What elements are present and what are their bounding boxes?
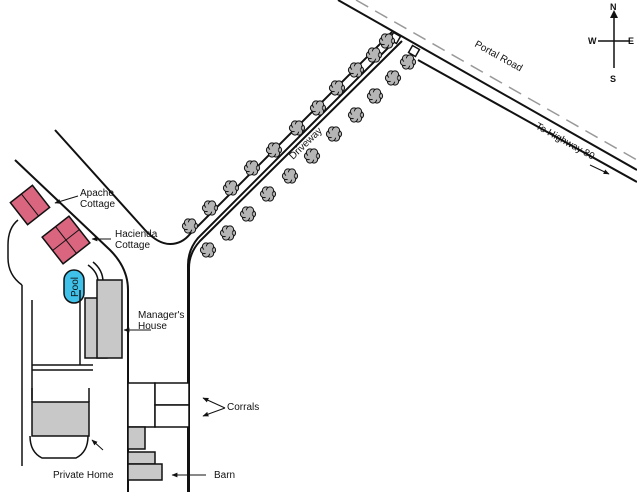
- tree-icon: [328, 80, 346, 96]
- tree-row: [181, 33, 417, 258]
- compass-n: N: [610, 2, 617, 12]
- barn: [127, 426, 163, 481]
- west-lane-outer: [14, 159, 129, 492]
- apache-arrow-icon: [54, 195, 79, 204]
- highway-arrow-icon: [589, 164, 610, 175]
- private-home-arrow-icon: [91, 439, 104, 451]
- apache-label-2: Cottage: [80, 199, 115, 210]
- west-lane-upper: [55, 128, 145, 228]
- tree-icon: [347, 62, 365, 78]
- tree-icon: [281, 168, 299, 184]
- tree-icon: [219, 225, 237, 241]
- tree-icon: [201, 200, 219, 216]
- private-home: [29, 388, 90, 459]
- managers-label-2: House: [138, 321, 167, 332]
- tree-icon: [309, 100, 327, 116]
- hacienda-cottage: [41, 215, 91, 265]
- compass-rose-icon: N S E W: [588, 2, 634, 84]
- tree-icon: [378, 33, 396, 49]
- apache-label-1: Apache: [80, 188, 114, 199]
- portal-road: [337, 0, 637, 183]
- corrals-arrow-icon: [202, 407, 226, 417]
- barn-label: Barn: [214, 470, 235, 481]
- tree-icon: [347, 107, 365, 123]
- private-home-label: Private Home: [53, 470, 114, 481]
- driveway-east-edge: [187, 37, 399, 492]
- cottage-paths: [7, 219, 104, 466]
- corrals-arrow-icon: [202, 397, 226, 409]
- path-west-curve: [7, 219, 23, 286]
- compass-s: S: [610, 74, 616, 84]
- tree-icon: [222, 180, 240, 196]
- portal-road-edge-south: [417, 59, 637, 183]
- compass-w: W: [588, 36, 597, 46]
- driveway: [54, 31, 415, 492]
- pool-label: Pool: [70, 277, 81, 297]
- managers-label-1: Manager's: [138, 310, 184, 321]
- tree-icon: [199, 242, 217, 258]
- tree-icon: [265, 142, 283, 158]
- driveway-east-lower: [203, 54, 415, 492]
- tree-icon: [303, 148, 321, 164]
- tree-icon: [366, 88, 384, 104]
- portal-road-label: Portal Road: [473, 39, 525, 74]
- apache-cottage: [9, 184, 51, 226]
- tree-icon: [399, 54, 417, 70]
- tree-icon: [384, 70, 402, 86]
- tree-icon: [181, 218, 199, 234]
- portal-road-centerline: [355, 0, 637, 161]
- portal-road-edge-north: [337, 0, 637, 171]
- tree-icon: [365, 47, 383, 63]
- driveway-edges: [188, 40, 403, 492]
- pool: [63, 269, 85, 304]
- tree-icon: [288, 120, 306, 136]
- tree-icon: [243, 160, 261, 176]
- hacienda-label-1: Hacienda: [115, 229, 158, 240]
- tree-icon: [325, 126, 343, 142]
- driveway-edge-b: [188, 40, 403, 492]
- compass-e: E: [628, 36, 634, 46]
- driveway-west-edge-upper: [54, 31, 393, 246]
- hacienda-label-2: Cottage: [115, 240, 150, 251]
- tree-icon: [239, 206, 257, 222]
- managers-house: [84, 279, 123, 359]
- tree-icon: [259, 186, 277, 202]
- gate-post: [407, 44, 421, 58]
- corrals: [127, 382, 190, 428]
- corrals-label: Corrals: [227, 402, 259, 413]
- west-lane: [14, 128, 145, 492]
